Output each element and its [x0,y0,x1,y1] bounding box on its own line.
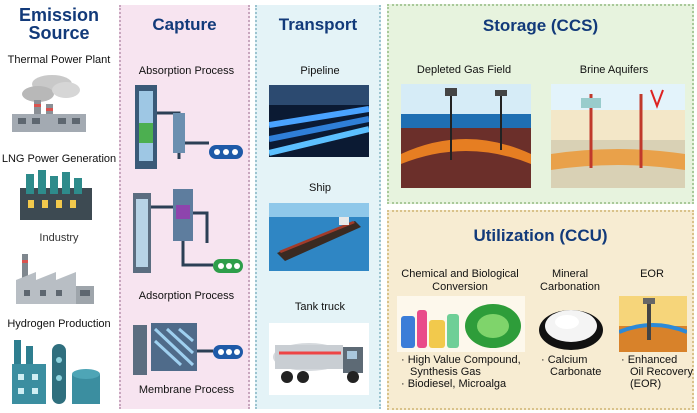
storage-title: Storage (CCS) [482,16,599,35]
tank-truck-label: Tank truck [294,301,346,313]
chemical-conversion-bullets: · High Value Compound, Synthesis Gas · B… [401,354,533,390]
eor-label: EOR [640,268,664,280]
ship-label: Ship [308,182,332,194]
pipeline-label: Pipeline [300,65,340,77]
absorption-process-label: Absorption Process [138,65,235,77]
emission-source-panel: Emission Source Thermal Power Plant LNG … [0,0,118,413]
depleted-gas-field-label: Depleted Gas Field [416,64,512,76]
lng-plant-icon [20,170,92,220]
bullet-enhanced-oil-recovery: · Enhanced Oil Recovery (EOR) [621,354,693,390]
adsorption-unit-icon [133,189,243,273]
mineral-label-line2: Carbonation [540,281,600,293]
industry-label: Industry [39,232,79,244]
thermal-power-plant-icon [12,75,86,132]
transport-title: Transport [278,15,358,34]
mineral-carbonation-bullets: · Calcium Carbonate [541,354,607,378]
utilization-panel: Utilization (CCU) Chemical and Biologica… [387,210,694,410]
eor-bullets: · Enhanced Oil Recovery (EOR) [621,354,693,390]
bullet-calcium-carbonate: · Calcium Carbonate [541,354,602,378]
hydrogen-production-label: Hydrogen Production [7,318,111,330]
capture-title: Capture [152,15,217,34]
emission-title-line2: Source [28,23,90,43]
pipeline-photo [269,85,369,157]
brine-aquifers-diagram [551,84,685,188]
membrane-process-label: Membrane Process [138,384,235,396]
bullet-high-value-compound: · High Value Compound, Synthesis Gas [401,354,521,378]
mineral-label-line1: Mineral [551,268,589,280]
storage-panel: Storage (CCS) Depleted Gas Field Brine A… [387,4,694,204]
tank-truck-photo [269,323,369,395]
transport-panel: Transport Pipeline Ship Tank truck [255,5,381,409]
eor-diagram [619,296,687,352]
thermal-power-plant-label: Thermal Power Plant [7,54,111,66]
lng-power-generation-label: LNG Power Generation [1,153,117,165]
utilization-title: Utilization (CCU) [473,226,608,245]
chemical-biological-conversion-label: Chemical and Biological Conversion [391,268,529,294]
bullet-biodiesel: · Biodiesel, Microalga [401,378,507,390]
absorption-unit-icon [135,85,243,169]
depleted-gas-field-diagram [401,84,531,188]
brine-aquifers-label: Brine Aquifers [579,64,649,76]
industry-icon [16,254,94,304]
hydrogen-plant-icon [12,340,100,404]
chemical-label-line1: Chemical and Biological [401,268,519,280]
chemical-label-line2: Conversion [432,281,488,293]
calcium-carbonate-photo [539,310,603,350]
emission-title: Emission Source [0,6,118,42]
adsorption-process-label: Adsorption Process [138,290,235,302]
chemical-conversion-photo [397,296,525,352]
mineral-carbonation-label: Mineral Carbonation [529,268,611,294]
emission-title-line1: Emission [18,5,100,25]
membrane-unit-icon [133,323,243,375]
capture-panel: Capture Absorption Process Adsorption Pr… [119,5,250,409]
ship-photo [269,203,369,271]
